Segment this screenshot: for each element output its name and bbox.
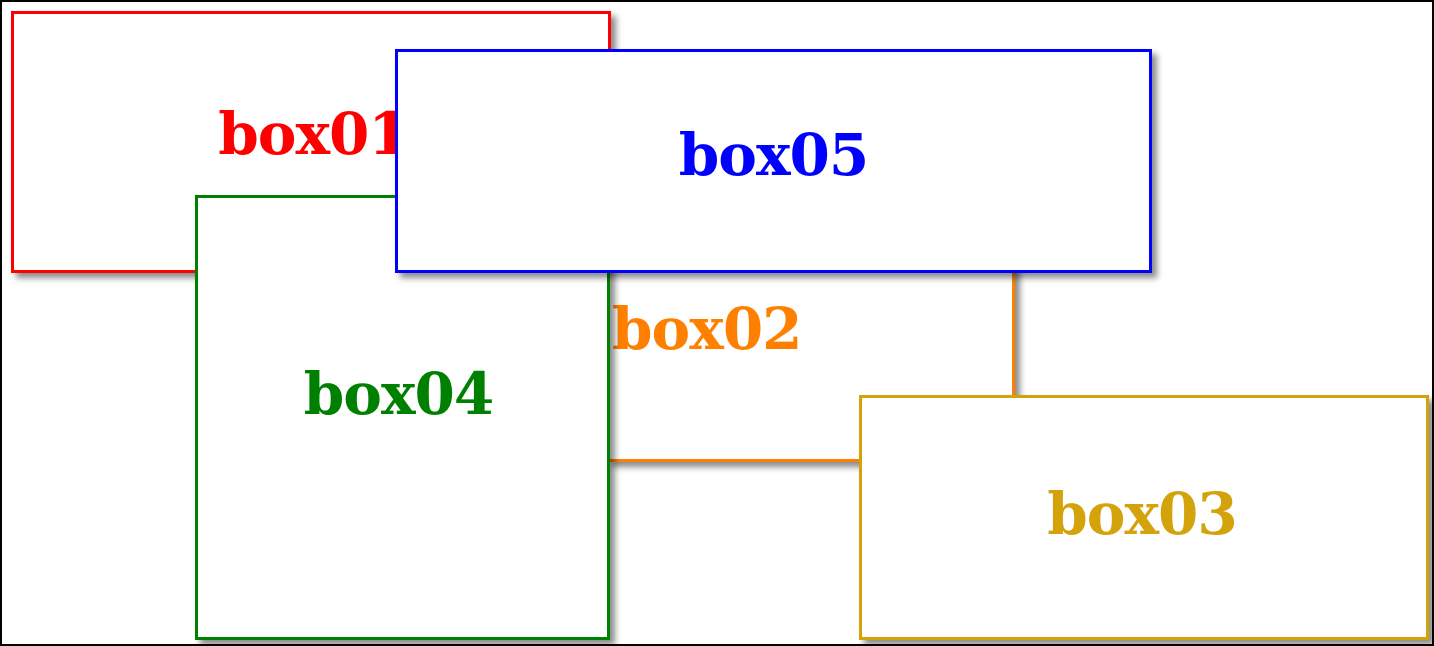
box-03-label: box03 <box>1047 479 1238 548</box>
box-04-label: box04 <box>303 359 495 428</box>
box-03: box03 <box>859 395 1429 640</box>
box-05: box05 <box>395 49 1152 273</box>
box-01-label: box01 <box>218 100 409 168</box>
box-05-label: box05 <box>678 121 870 189</box>
box-02-label: box02 <box>612 295 803 363</box>
